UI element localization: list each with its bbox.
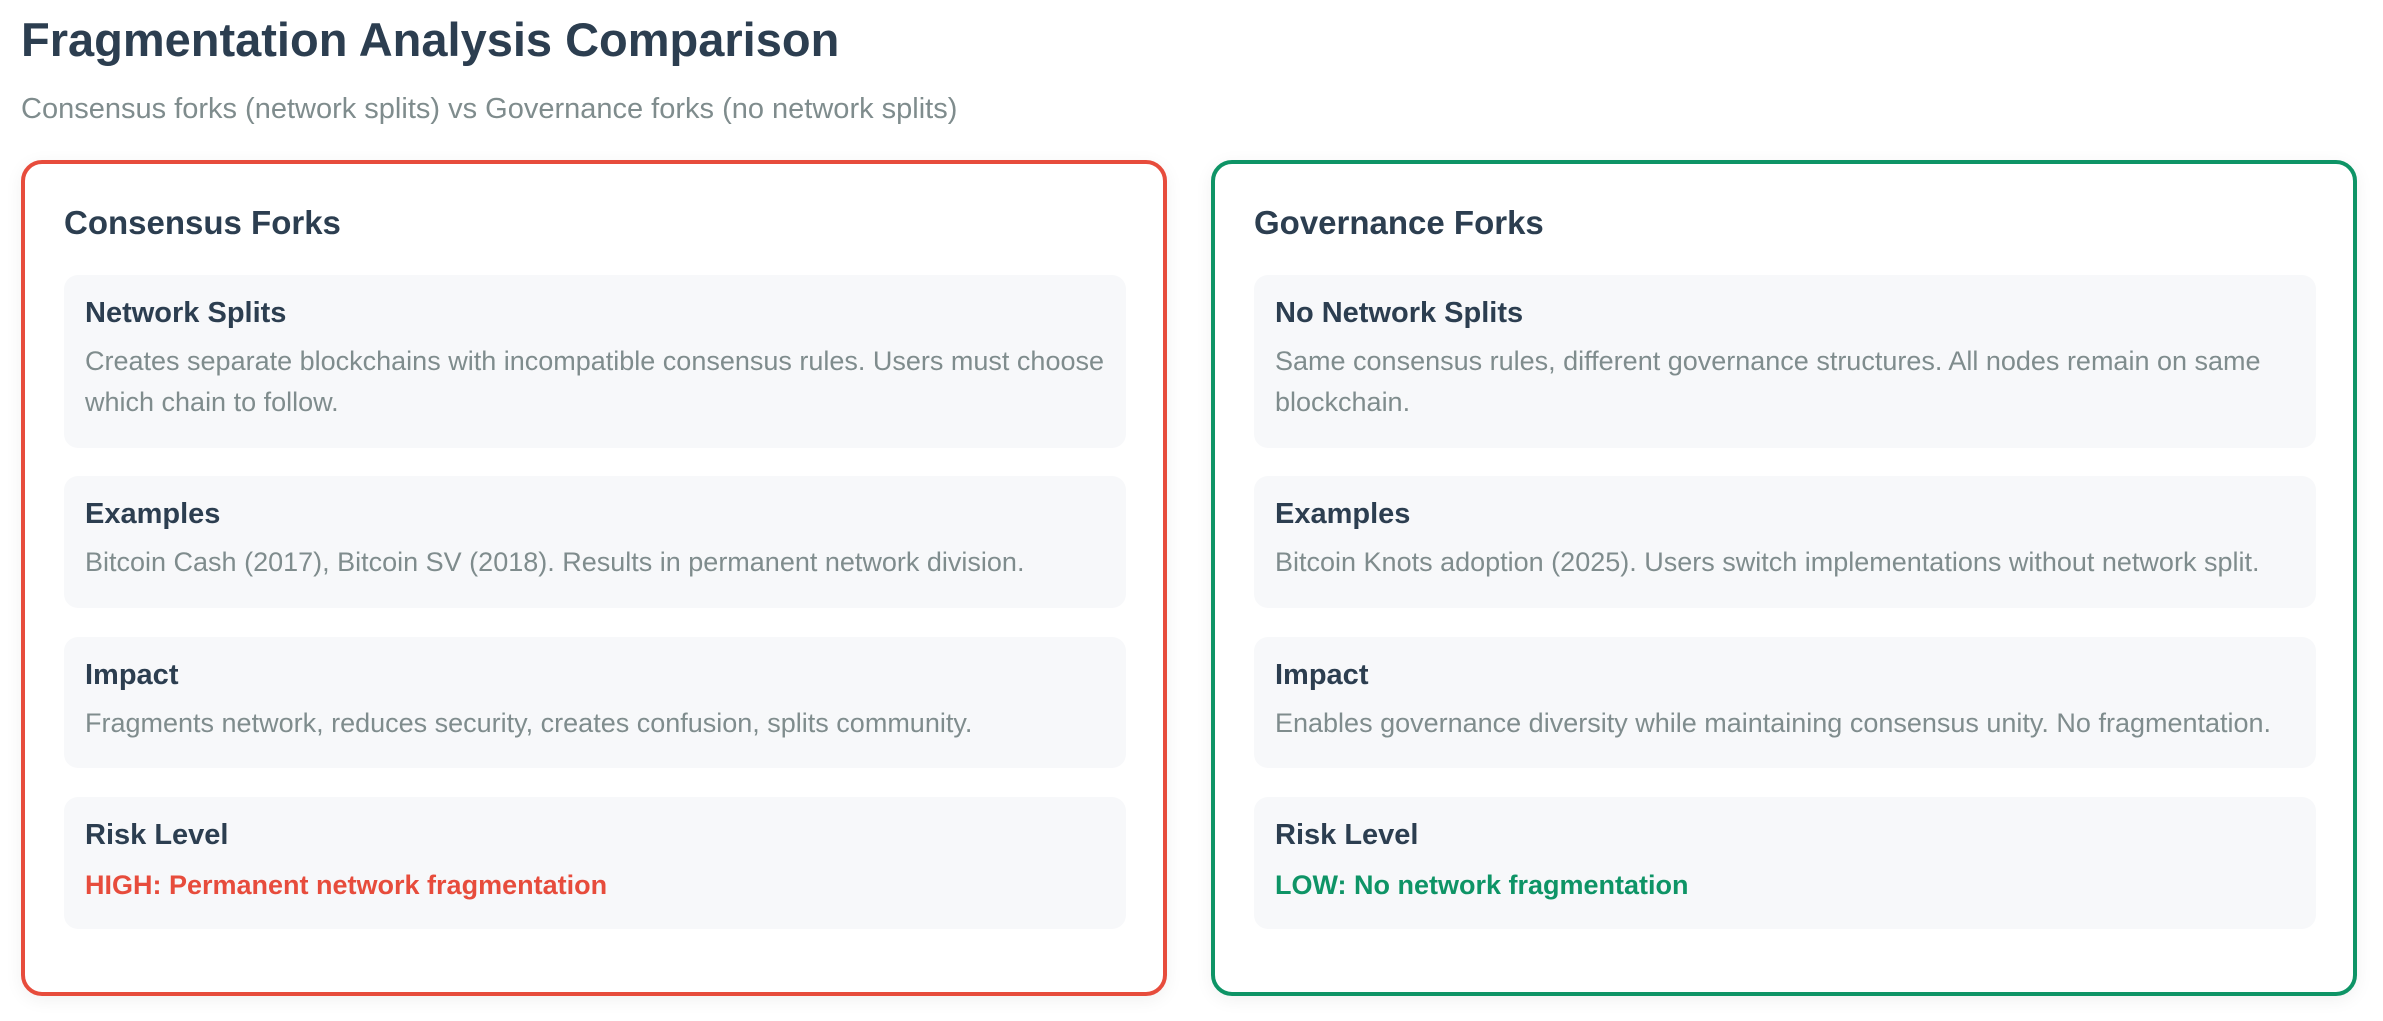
card-text: Fragments network, reduces security, cre…	[85, 708, 973, 738]
panel-title: Consensus Forks	[64, 204, 341, 241]
governance-forks-panel: Governance Forks No Network Splits Same …	[1211, 160, 2357, 996]
card-text: Enables governance diversity while maint…	[1275, 708, 2272, 738]
card-title: Impact	[85, 659, 179, 691]
panel-title: Governance Forks	[1254, 204, 1544, 241]
card-text: Creates separate blockchains with incomp…	[85, 346, 1104, 417]
card-title: Impact	[1275, 659, 1369, 691]
card-title: Risk Level	[1275, 819, 1419, 851]
no-network-splits-card: No Network Splits Same consensus rules, …	[1254, 275, 2316, 448]
risk-level-card: Risk Level LOW: No network fragmentation	[1254, 797, 2316, 929]
card-text: Bitcoin Knots adoption (2025). Users swi…	[1275, 547, 2260, 577]
card-title: Risk Level	[85, 819, 229, 851]
examples-card: Examples Bitcoin Knots adoption (2025). …	[1254, 476, 2316, 608]
consensus-forks-panel: Consensus Forks Network Splits Creates s…	[21, 160, 1167, 996]
risk-level-card: Risk Level HIGH: Permanent network fragm…	[64, 797, 1126, 929]
examples-card: Examples Bitcoin Cash (2017), Bitcoin SV…	[64, 476, 1126, 608]
impact-card: Impact Enables governance diversity whil…	[1254, 637, 2316, 768]
card-text: Bitcoin Cash (2017), Bitcoin SV (2018). …	[85, 547, 1025, 577]
impact-card: Impact Fragments network, reduces securi…	[64, 637, 1126, 768]
page-title: Fragmentation Analysis Comparison	[21, 13, 840, 66]
risk-level-value: HIGH: Permanent network fragmentation	[85, 870, 608, 900]
card-title: Network Splits	[85, 297, 287, 329]
page-subtitle: Consensus forks (network splits) vs Gove…	[21, 93, 958, 125]
network-splits-card: Network Splits Creates separate blockcha…	[64, 275, 1126, 448]
card-title: Examples	[1275, 498, 1411, 530]
card-title: No Network Splits	[1275, 297, 1524, 329]
card-text: Same consensus rules, different governan…	[1275, 346, 2261, 417]
card-title: Examples	[85, 498, 221, 530]
risk-level-value: LOW: No network fragmentation	[1275, 870, 1689, 900]
